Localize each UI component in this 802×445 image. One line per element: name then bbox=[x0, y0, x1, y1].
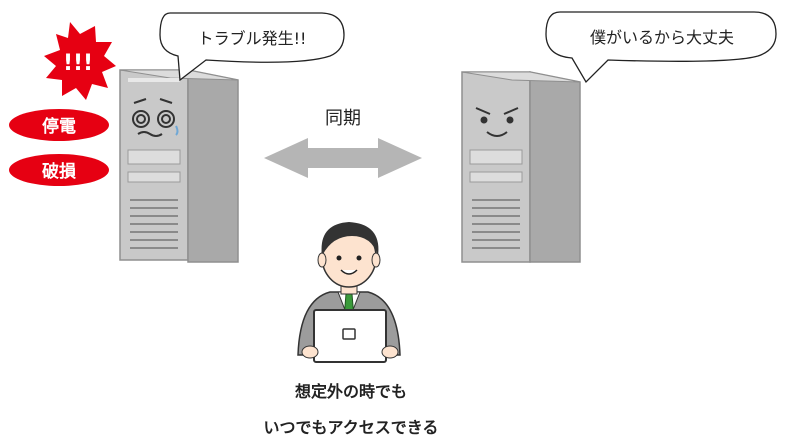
left-server bbox=[119, 69, 239, 263]
left-server-front bbox=[119, 69, 189, 261]
left-server-bay bbox=[127, 171, 181, 183]
badge-outage-text: 停電 bbox=[42, 116, 76, 137]
right-bubble-text: 僕がいるから大丈夫 bbox=[590, 28, 734, 47]
person-with-laptop bbox=[297, 222, 401, 363]
left-server-side bbox=[187, 69, 239, 263]
alert-badge-outage: 停電 bbox=[9, 109, 109, 141]
right-speech-bubble: 僕がいるから大丈夫 bbox=[545, 11, 777, 84]
right-server-top bbox=[461, 71, 581, 83]
left-server-face bbox=[132, 98, 179, 137]
left-bubble-text: トラブル発生!! bbox=[198, 29, 307, 48]
left-server-slot bbox=[128, 78, 180, 82]
right-server-bay bbox=[469, 171, 523, 183]
alert-burst: !!! bbox=[44, 22, 116, 100]
burst-text: !!! bbox=[63, 51, 93, 76]
burst-icon bbox=[44, 22, 116, 100]
right-server-front bbox=[461, 71, 531, 263]
alert-badge-damage: 破損 bbox=[9, 154, 109, 186]
right-server-side bbox=[529, 71, 581, 263]
left-server-vents bbox=[130, 199, 178, 249]
right-server-bay bbox=[469, 149, 523, 165]
double-arrow-icon bbox=[264, 138, 422, 178]
caption-line-1: 想定外の時でも bbox=[294, 382, 407, 401]
left-speech-bubble: トラブル発生!! bbox=[159, 12, 345, 82]
caption-line-2: いつでもアクセスできる bbox=[264, 418, 439, 437]
sync-arrow: 同期 bbox=[264, 108, 422, 178]
right-server-vents bbox=[472, 199, 520, 249]
person-hair bbox=[321, 222, 379, 256]
left-server-bay bbox=[127, 149, 181, 165]
badge-damage-text: 破損 bbox=[42, 161, 77, 182]
sync-label: 同期 bbox=[325, 108, 361, 129]
right-server bbox=[461, 71, 581, 263]
right-server-face bbox=[475, 107, 519, 137]
laptop-logo bbox=[342, 328, 356, 340]
